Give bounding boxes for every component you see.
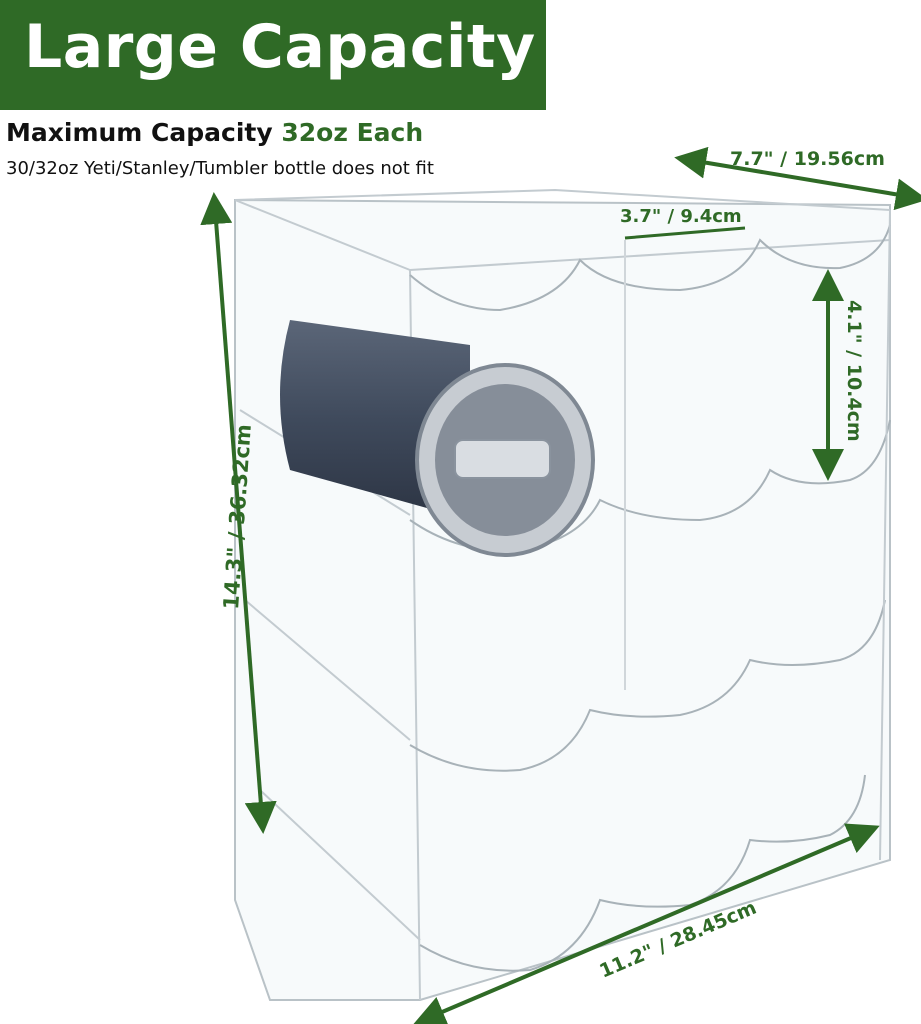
tumbler-bottle bbox=[280, 320, 595, 557]
dimension-slot-height-label: 4.1" / 10.4cm bbox=[843, 300, 865, 442]
capacity-heading-prefix: Maximum Capacity bbox=[6, 118, 282, 147]
title-banner: Large Capacity bbox=[0, 0, 546, 110]
shelf-tier-1 bbox=[409, 224, 891, 312]
capacity-heading-highlight: 32oz Each bbox=[281, 118, 424, 147]
dimension-slot-height: 4.1" / 10.4cm bbox=[812, 269, 865, 481]
dimension-depth: 7.7" / 19.56cm bbox=[674, 146, 921, 211]
dimension-slot-width: 3.7" / 9.4cm bbox=[620, 206, 746, 240]
dimension-depth-label: 7.7" / 19.56cm bbox=[730, 148, 885, 170]
fit-note: 30/32oz Yeti/Stanley/Tumbler bottle does… bbox=[6, 158, 434, 179]
banner-title: Large Capacity bbox=[24, 12, 536, 82]
dimension-slot-width-label: 3.7" / 9.4cm bbox=[620, 206, 742, 227]
wine-rack bbox=[234, 188, 891, 1001]
capacity-heading: Maximum Capacity 32oz Each bbox=[6, 118, 423, 147]
